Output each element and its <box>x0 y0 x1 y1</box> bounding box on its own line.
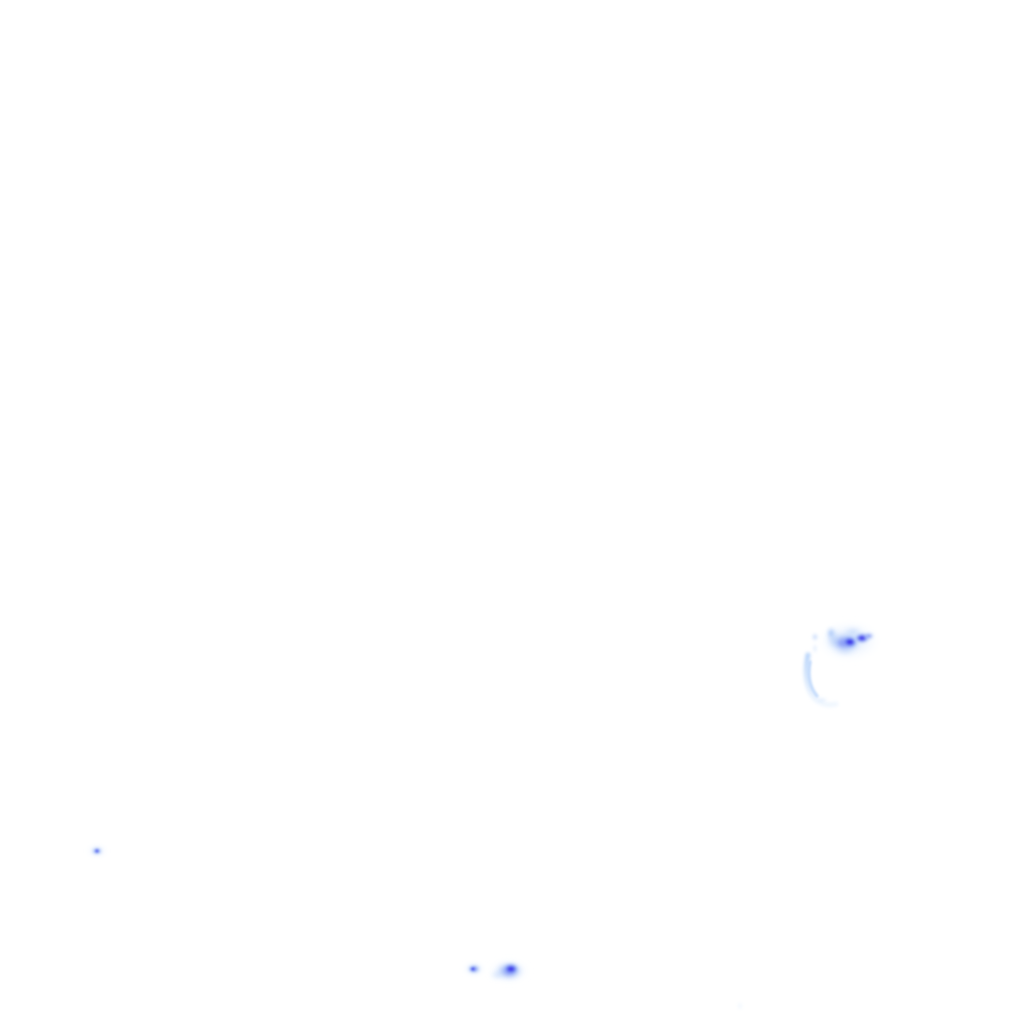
main-cluster-lower-skirt <box>831 646 859 656</box>
main-cluster-arc-inner <box>807 660 819 698</box>
bottom-right-blob-skirt <box>489 971 505 979</box>
main-cluster-arc-foot <box>814 696 830 704</box>
main-cluster-satellite-tail <box>812 642 818 655</box>
faint-speck-mark <box>736 1000 744 1012</box>
cluster-main-right <box>803 620 883 708</box>
left-dot-core <box>93 848 101 854</box>
bottom-left-blob-core <box>469 966 477 972</box>
cluster-bottom-pair <box>462 959 530 983</box>
cluster-left-dot <box>86 844 108 858</box>
bottom-right-blob-core <box>502 962 520 976</box>
main-cluster-right-tip <box>863 632 875 640</box>
cluster-faint-speck <box>736 1000 744 1012</box>
main-cluster-satellite-dot <box>811 632 819 642</box>
main-cluster-top-cap <box>841 627 865 637</box>
